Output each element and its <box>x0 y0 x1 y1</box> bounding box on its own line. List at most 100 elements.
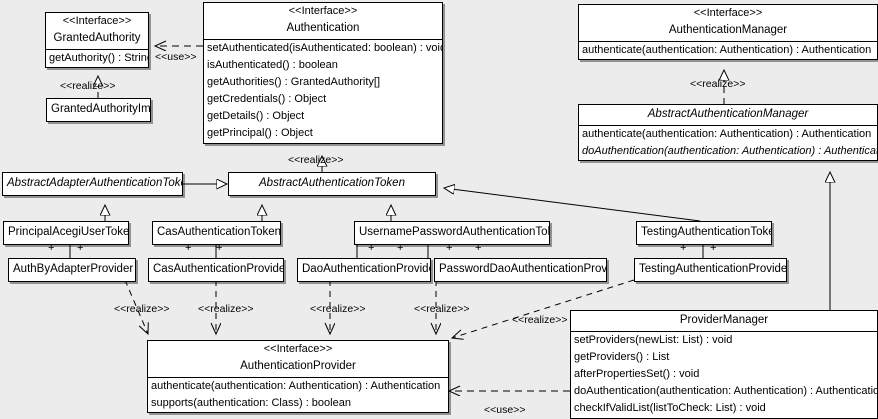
edge-label-use-provider-manager-authentication-provider: <<use>> <box>484 404 526 416</box>
class-member: checkIfValidList(listToCheck: List) : vo… <box>574 402 766 415</box>
class-provider-manager[interactable]: ProviderManager setProviders(newList: Li… <box>570 310 878 419</box>
class-members: setAuthenticated(isAuthenticated: boolea… <box>204 38 443 143</box>
class-name: DaoAuthenticationProvider <box>302 263 431 275</box>
class-member: getCredentials() : Object <box>207 93 327 106</box>
class-name: ProviderManager <box>679 314 769 326</box>
class-header: TestingAuthenticationToken <box>637 222 771 244</box>
class-header: DaoAuthenticationProvider <box>298 259 430 281</box>
class-header: CasAuthenticationToken <box>153 222 280 244</box>
class-member: getDetails() : Object <box>207 110 305 123</box>
class-member: afterPropertiesSet() : void <box>574 368 700 381</box>
multiplicity-marker: + <box>446 242 453 254</box>
class-auth-by-adapter-provider[interactable]: AuthByAdapterProvider <box>8 258 136 282</box>
multiplicity-marker: + <box>368 242 375 254</box>
class-member: authenticate(authentication: Authenticat… <box>582 43 872 56</box>
class-authentication[interactable]: <<Interface>> Authentication setAuthenti… <box>203 2 443 144</box>
class-name: CasAuthenticationToken <box>157 226 281 238</box>
class-name: AbstractAdapterAuthenticationToken <box>7 177 183 189</box>
edge-label-realize-granted-authority-impl: <<realize>> <box>60 80 116 92</box>
class-name: AbstractAuthenticationManager <box>647 108 809 120</box>
class-header: UsernamePasswordAuthenticationToken <box>355 222 549 244</box>
class-member: supports(authentication: Class) : boolea… <box>151 396 351 409</box>
class-header: AbstractAuthenticationToken <box>229 173 435 195</box>
class-member: setAuthenticated(isAuthenticated: boolea… <box>207 41 443 54</box>
class-header: <<Interface>> AuthenticationProvider <box>148 341 448 377</box>
class-member: setProviders(newList: List) : void <box>574 333 733 346</box>
multiplicity-marker: + <box>48 242 55 254</box>
class-member: authenticate(authentication: Authenticat… <box>151 379 441 392</box>
edge-label-realize-password-dao-authentication-provider: <<realize>> <box>414 303 470 315</box>
class-testing-authentication-provider[interactable]: TestingAuthenticationProvider <box>634 258 787 282</box>
class-dao-authentication-provider[interactable]: DaoAuthenticationProvider <box>297 258 431 282</box>
class-header: PasswordDaoAuthenticationProvider <box>435 259 606 281</box>
class-name: TestingAuthenticationProvider <box>639 263 787 275</box>
class-header: ProviderManager <box>571 311 877 331</box>
class-name: AuthenticationProvider <box>240 359 356 372</box>
class-member: getAuthority() : String <box>49 51 149 64</box>
class-name: GrantedAuthority <box>53 31 141 44</box>
class-members: authenticate(authentication: Authenticat… <box>148 376 448 412</box>
edge-label-realize-dao-authentication-provider: <<realize>> <box>310 303 366 315</box>
class-member: doAuthentication(authentication: Authent… <box>582 144 878 157</box>
class-member: isAuthenticated() : boolean <box>207 58 338 71</box>
class-header: CasAuthenticationProvider <box>149 259 283 281</box>
class-name: CasAuthenticationProvider <box>153 263 284 275</box>
class-member: authenticate(authentication: Authenticat… <box>582 127 872 140</box>
class-password-dao-authentication-provider[interactable]: PasswordDaoAuthenticationProvider <box>434 258 607 282</box>
class-members: getAuthority() : String <box>46 48 149 67</box>
class-abstract-authentication-token[interactable]: AbstractAuthenticationToken <box>228 172 436 196</box>
class-name: PrincipalAcegiUserToken <box>8 226 129 238</box>
class-testing-authentication-token[interactable]: TestingAuthenticationToken <box>636 221 772 245</box>
class-header: PrincipalAcegiUserToken <box>4 222 128 244</box>
class-authentication-provider[interactable]: <<Interface>> AuthenticationProvider aut… <box>147 340 449 413</box>
class-member: getAuthorities() : GrantedAuthority[] <box>207 75 381 88</box>
class-name: AbstractAuthenticationToken <box>259 177 405 189</box>
class-header: AbstractAdapterAuthenticationToken <box>3 173 182 195</box>
class-granted-authority-impl[interactable]: GrantedAuthorityImpl <box>46 98 151 122</box>
class-abstract-authentication-manager[interactable]: AbstractAuthenticationManager authentica… <box>578 104 878 162</box>
edge-label-realize-cas-authentication-provider: <<realize>> <box>198 303 254 315</box>
class-abstract-adapter-authentication-token[interactable]: AbstractAdapterAuthenticationToken <box>2 172 183 196</box>
class-name: UsernamePasswordAuthenticationToken <box>359 226 550 238</box>
class-header: <<Interface>> GrantedAuthority <box>46 13 148 49</box>
class-member: getProviders() : List <box>574 350 670 363</box>
edge-label-realize-abstract-authentication-manager: <<realize>> <box>690 78 746 90</box>
class-stereotype: <<Interface>> <box>693 7 763 19</box>
multiplicity-marker: + <box>77 242 84 254</box>
edge-label-realize-auth-by-adapter-provider: <<realize>> <box>114 303 170 315</box>
edge-label-realize-abstract-authentication-token: <<realize>> <box>288 154 344 166</box>
class-name: PasswordDaoAuthenticationProvider <box>439 263 607 275</box>
class-stereotype: <<Interface>> <box>288 5 358 17</box>
edge-label-use-authentication-granted-authority: <<use>> <box>155 51 197 63</box>
class-header: AbstractAuthenticationManager <box>579 105 877 125</box>
class-authentication-manager[interactable]: <<Interface>> AuthenticationManager auth… <box>578 4 878 60</box>
class-members: authenticate(authentication: Authenticat… <box>579 124 878 160</box>
class-principal-acegi-user-token[interactable]: PrincipalAcegiUserToken <box>3 221 129 245</box>
class-member: getPrincipal() : Object <box>207 127 313 140</box>
class-stereotype: <<Interface>> <box>62 15 132 27</box>
class-username-password-authentication-token[interactable]: UsernamePasswordAuthenticationToken <box>354 221 550 245</box>
class-cas-authentication-provider[interactable]: CasAuthenticationProvider <box>148 258 284 282</box>
class-name: AuthByAdapterProvider <box>13 263 134 275</box>
class-stereotype: <<Interface>> <box>263 343 333 355</box>
multiplicity-marker: + <box>185 242 192 254</box>
multiplicity-marker: + <box>397 242 404 254</box>
class-members: setProviders(newList: List) : void getPr… <box>571 330 878 418</box>
class-header: TestingAuthenticationProvider <box>635 259 786 281</box>
class-name: TestingAuthenticationToken <box>641 226 772 238</box>
class-cas-authentication-token[interactable]: CasAuthenticationToken <box>152 221 281 245</box>
class-header: GrantedAuthorityImpl <box>47 99 150 121</box>
class-header: <<Interface>> AuthenticationManager <box>579 5 877 41</box>
multiplicity-marker: + <box>216 242 223 254</box>
multiplicity-marker: + <box>475 242 482 254</box>
class-header: AuthByAdapterProvider <box>9 259 135 281</box>
class-name: GrantedAuthorityImpl <box>51 103 151 115</box>
multiplicity-marker: + <box>710 242 717 254</box>
multiplicity-marker: + <box>680 242 687 254</box>
class-granted-authority[interactable]: <<Interface>> GrantedAuthority getAuthor… <box>45 12 149 68</box>
class-member: doAuthentication(authentication: Authent… <box>574 385 878 398</box>
class-name: Authentication <box>286 21 360 34</box>
edge-label-realize-testing-authentication-provider: <<realize>> <box>512 314 568 326</box>
class-name: AuthenticationManager <box>668 23 788 36</box>
